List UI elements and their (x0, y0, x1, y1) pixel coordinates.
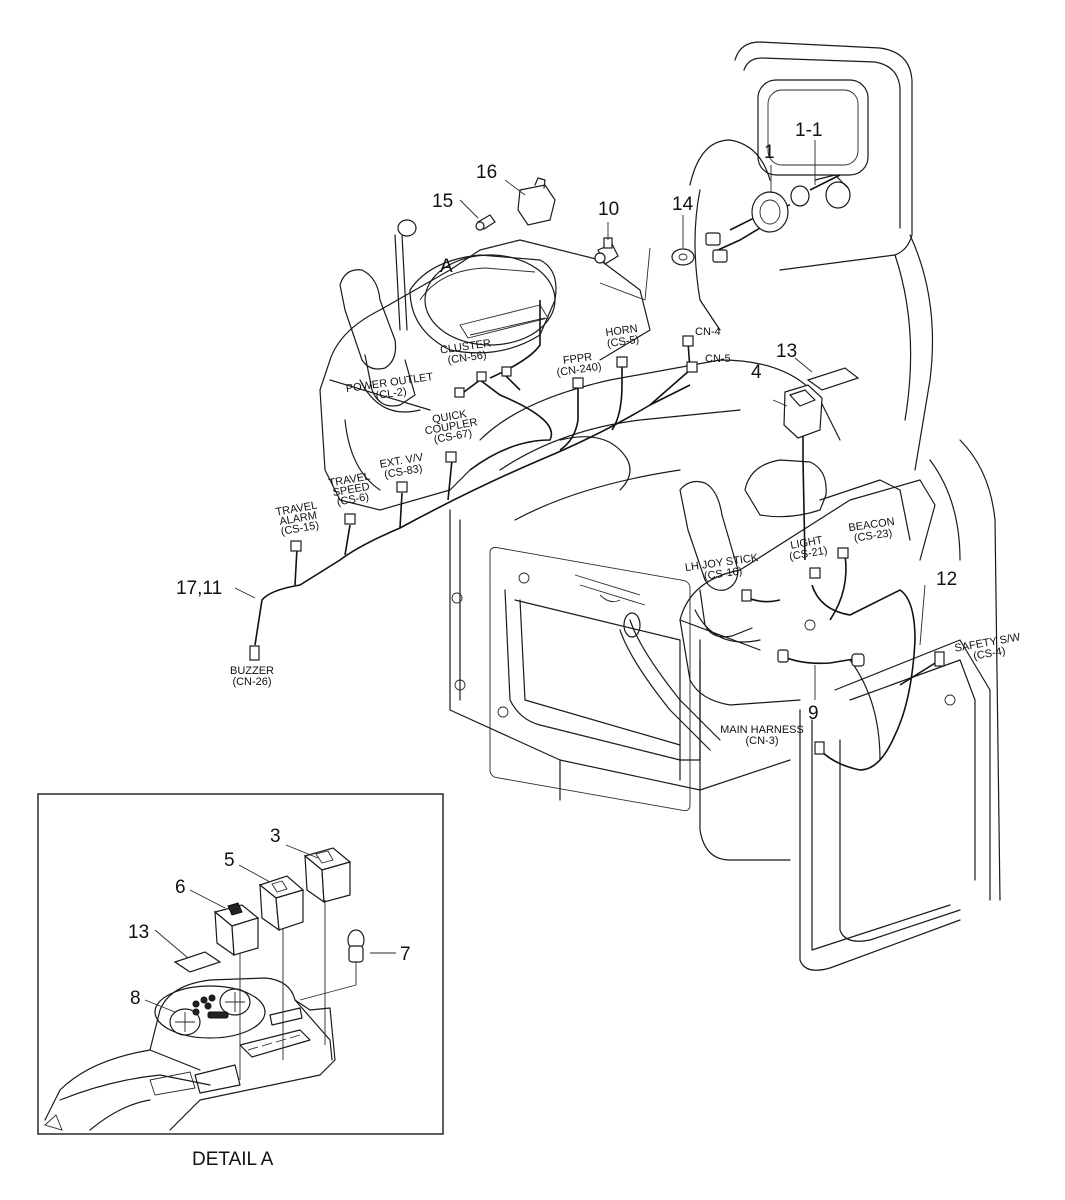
detail-a-box (37, 793, 444, 1135)
callout-15: 15 (432, 191, 453, 212)
plate-13 (806, 367, 860, 391)
label-travel-speed: TRAVELSPEED(CS-6) (328, 470, 375, 509)
switch-5 (258, 875, 305, 1060)
label-fppr: FPPR(CN-240) (554, 350, 602, 379)
detail-callout-13: 13 (128, 922, 149, 943)
callout-10: 10 (598, 199, 619, 220)
label-power-outlet: POWER OUTLET(CL-2) (345, 371, 436, 406)
screw-15 (475, 214, 496, 231)
switch-3 (303, 847, 352, 1045)
leader-lines (234, 140, 926, 700)
label-cn4: CN-4 (695, 326, 721, 338)
washer-14 (671, 248, 695, 266)
label-beacon: BEACON(CS-23) (848, 516, 897, 545)
callout-4: 4 (751, 362, 762, 383)
callout-9: 9 (808, 703, 819, 724)
detail-caption: DETAIL A (192, 1149, 274, 1170)
harness-17-11 (254, 384, 691, 646)
switch-6 (213, 902, 260, 1080)
detail-callout-5: 5 (224, 850, 235, 871)
label-travel-alarm: TRAVELALARM(CS-15) (275, 499, 322, 538)
detail-callout-3: 3 (270, 826, 281, 847)
label-ext-vv: EXT. V/V(CS-83) (379, 451, 427, 481)
cab-frame (319, 41, 1001, 971)
detail-callout-6: 6 (175, 877, 186, 898)
label-main-harness: MAIN HARNESS(CN-3) (720, 724, 804, 747)
label-quick-coupler: QUICKCOUPLER(CS-67) (422, 407, 480, 448)
label-light: LIGHT(CS-21) (786, 534, 828, 563)
label-horn: HORN(CS-5) (605, 323, 640, 350)
label-safety-sw: SAFETY S/W(CS-4) (954, 631, 1024, 665)
detail-callout-8: 8 (130, 988, 141, 1009)
callout-14: 14 (672, 194, 694, 215)
plug-10 (594, 237, 619, 265)
key-switch-1 (705, 191, 789, 263)
callout-17-11: 17,11 (176, 578, 222, 599)
label-cluster: CLUSTER(CN-56) (439, 338, 493, 368)
wiring-harness (254, 174, 941, 771)
callout-a: A (440, 256, 453, 277)
lamp-7 (299, 929, 365, 1001)
switch-4 (783, 384, 823, 439)
label-buzzer: BUZZER(CN-26) (230, 665, 274, 688)
callout-1: 1 (764, 142, 775, 163)
relay-16 (517, 177, 556, 226)
callout-12: 12 (936, 569, 957, 590)
callout-13: 13 (776, 341, 797, 362)
detail-callout-7: 7 (400, 944, 411, 965)
cable-9 (777, 649, 865, 667)
callout-1-1: 1-1 (795, 120, 822, 141)
label-lh-joystick: LH JOY STICK(CS-16) (684, 552, 761, 585)
plate-13-detail (173, 951, 222, 973)
parts (249, 174, 945, 755)
label-cn5: CN-5 (705, 353, 731, 365)
callouts: 1 1-1 14 10 16 15 A 13 4 12 9 17,11 (176, 120, 957, 724)
key-connector-1-1 (790, 174, 851, 209)
callout-16: 16 (476, 162, 497, 183)
detail-a-labels: 3 5 6 13 7 8 DETAIL A (128, 826, 411, 1170)
